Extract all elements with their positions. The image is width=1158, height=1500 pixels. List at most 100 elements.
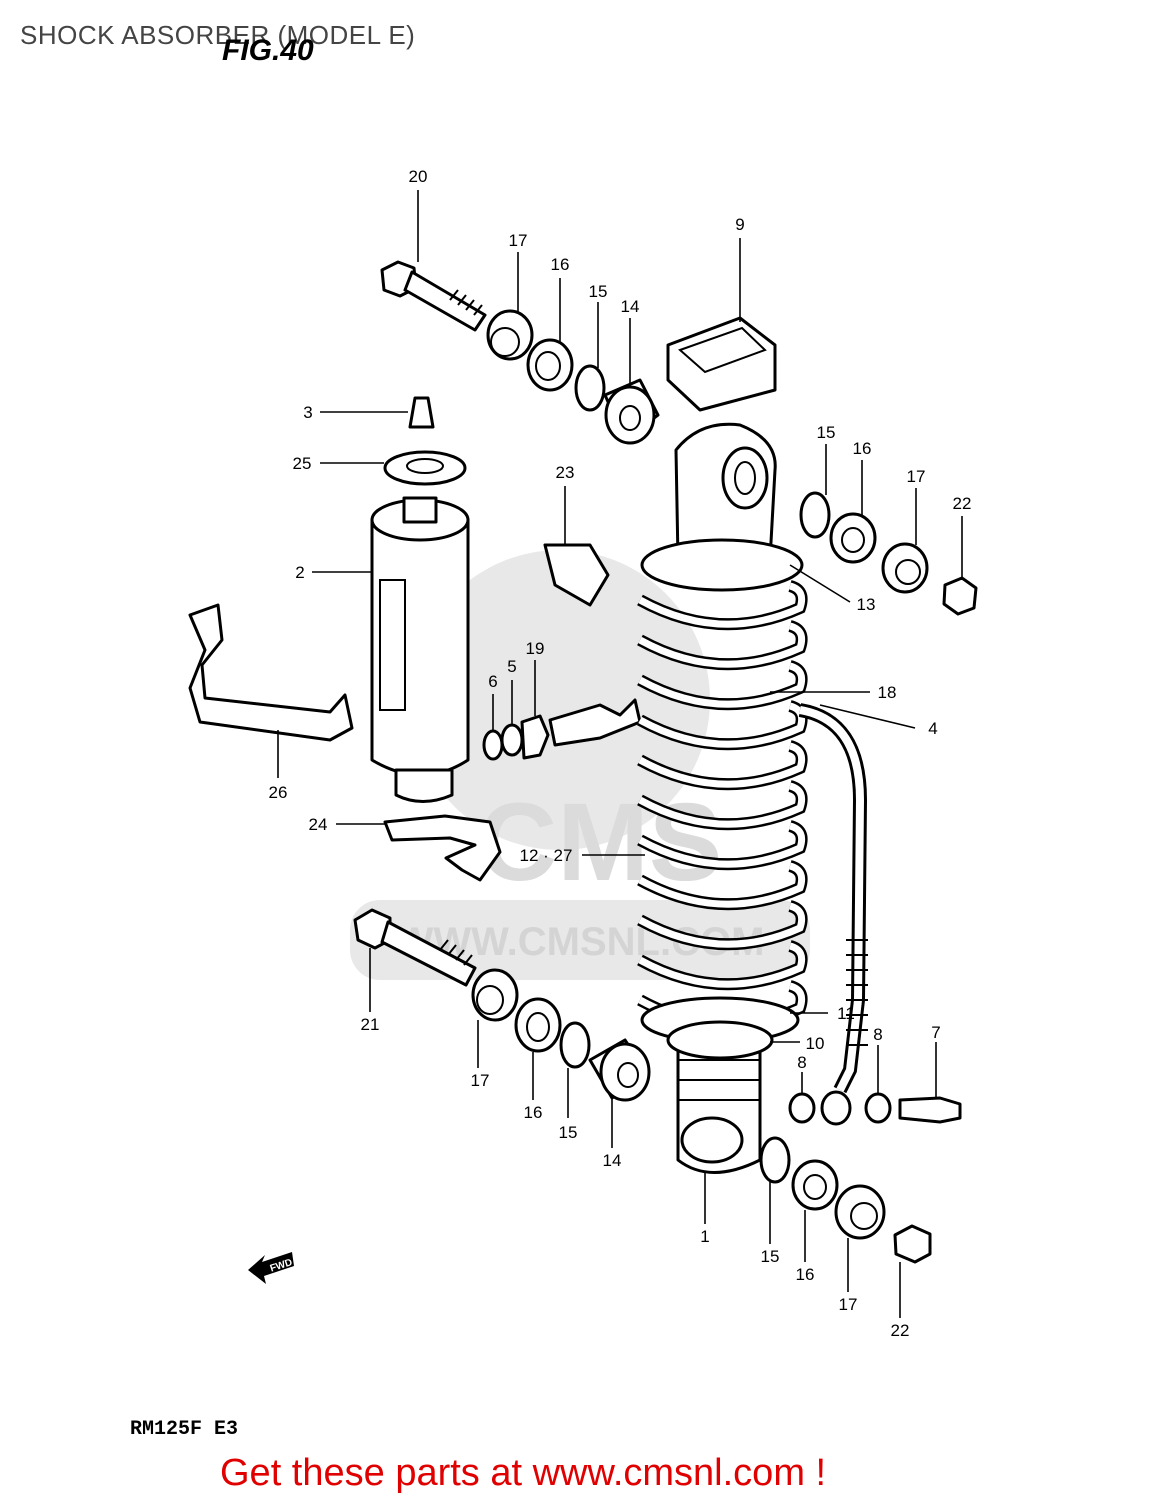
callout-19: 19: [526, 639, 545, 658]
callout-13: 13: [857, 595, 876, 614]
spring-coil-highlight: [638, 782, 806, 828]
spring-coil-highlight: [638, 742, 806, 788]
spring-coil-highlight: [638, 662, 806, 708]
part-spring-12-27: [637, 580, 808, 1031]
callout-1: 1: [700, 1227, 709, 1246]
callout-14-lower: 14: [603, 1151, 622, 1170]
callout-14-top: 14: [621, 297, 640, 316]
watermark-banner: [350, 900, 810, 980]
watermark: WWW.CMSNL.COM CMS: [350, 550, 810, 980]
part-band-26: [188, 603, 354, 742]
part-banjo-group: [788, 1090, 962, 1126]
spring-coil-highlight: [638, 622, 806, 668]
part-seal-16-lower: [514, 997, 562, 1053]
part-washer-5: [500, 723, 524, 757]
callout-26: 26: [269, 783, 288, 802]
callout-15-bottom: 15: [761, 1247, 780, 1266]
part-collar-17-lower: [471, 968, 519, 1022]
callout-5: 5: [507, 657, 516, 676]
part-nut-22-bottom: [893, 1224, 932, 1264]
part-washer-8-right: [864, 1092, 892, 1124]
callout-3: 3: [303, 403, 312, 422]
callout-17-bottom: 17: [839, 1295, 858, 1314]
callout-20: 20: [409, 167, 428, 186]
part-shock-eye-top: [640, 422, 804, 592]
part-circlip-15-right: [799, 491, 831, 539]
page-title: SHOCK ABSORBER (MODEL E): [20, 20, 416, 50]
callout-8-left: 8: [797, 1053, 806, 1072]
part-valve-cap-3: [408, 396, 435, 429]
spring-coil-highlight: [638, 942, 806, 988]
footer-link-text[interactable]: Get these parts at www.cmsnl.com !: [220, 1452, 827, 1494]
part-bolt-21: [353, 908, 477, 987]
callout-labels: 20 17 16 15 14 9 3 25 23 15 16 17 22 2 1…: [269, 167, 972, 1340]
part-adjuster-group: [482, 698, 642, 761]
part-seal-16-bottom: [791, 1159, 839, 1211]
part-bushing-14-top: [603, 378, 660, 445]
part-hose-4: [798, 703, 868, 1094]
callout-15-right: 15: [817, 423, 836, 442]
callout-16-top: 16: [551, 255, 570, 274]
part-washer-8-left: [788, 1092, 816, 1124]
callout-25: 25: [293, 454, 312, 473]
part-circlip-15-bottom: [759, 1136, 791, 1184]
part-bushing-14-lower: [588, 1038, 651, 1102]
part-seal-16-top: [526, 338, 574, 392]
callout-17-top: 17: [509, 231, 528, 250]
part-collar-17-bottom: [834, 1184, 886, 1240]
watermark-logo-circle: [410, 550, 710, 850]
part-bracket-24: [383, 814, 502, 882]
callout-23: 23: [556, 463, 575, 482]
part-nut-22-top: [942, 576, 978, 616]
callout-12-27: 12 · 27: [520, 846, 573, 865]
callout-6: 6: [488, 672, 497, 691]
part-cover-9: [666, 316, 777, 412]
callout-24: 24: [309, 815, 328, 834]
part-seal-16-right: [829, 512, 877, 564]
part-nut-19: [520, 714, 550, 760]
callout-2: 2: [295, 563, 304, 582]
callout-7: 7: [931, 1023, 940, 1042]
callout-8-right: 8: [873, 1025, 882, 1044]
part-banjo: [820, 1090, 852, 1126]
part-collar-17-right: [881, 542, 929, 594]
callout-15-top: 15: [589, 282, 608, 301]
part-washer-6: [482, 729, 504, 761]
part-lock-nut-10: [666, 1020, 774, 1060]
part-collar-17-top: [486, 309, 534, 361]
part-shock-body-1: [676, 1038, 762, 1174]
part-circlip-15-top: [574, 364, 606, 412]
spring-coil-highlight: [638, 822, 806, 868]
callout-15-lower: 15: [559, 1123, 578, 1142]
watermark-logo: CMS: [478, 781, 722, 904]
leader-lines: [277, 190, 963, 1318]
part-bolt-20: [380, 260, 487, 332]
spring-coil-highlight: [638, 902, 806, 948]
callout-22-bottom: 22: [891, 1321, 910, 1340]
fwd-arrow-icon: FWD: [248, 1252, 294, 1284]
figure-number: FIG.40: [222, 34, 314, 67]
callout-17-right: 17: [907, 467, 926, 486]
model-code: RM125F E3: [130, 1418, 239, 1441]
part-washer-25: [383, 450, 467, 486]
part-bolt-7: [898, 1096, 962, 1124]
callout-22-top: 22: [953, 494, 972, 513]
part-reservoir-2: [370, 496, 470, 803]
callout-17-lower: 17: [471, 1071, 490, 1090]
callout-9: 9: [735, 215, 744, 234]
callout-16-bottom: 16: [796, 1265, 815, 1284]
callout-4: 4: [928, 719, 937, 738]
callout-11: 11: [837, 1004, 855, 1023]
spring-coil-highlight: [638, 582, 806, 628]
callout-18: 18: [878, 683, 897, 702]
callout-21: 21: [361, 1015, 380, 1034]
part-circlip-15-lower: [559, 1021, 591, 1069]
callout-16-lower: 16: [524, 1103, 543, 1122]
part-stopper-23: [543, 543, 610, 607]
spring-coil-highlight: [638, 862, 806, 908]
callout-10: 10: [806, 1034, 825, 1053]
spring-coil-highlight: [638, 702, 806, 748]
callout-16-right: 16: [853, 439, 872, 458]
